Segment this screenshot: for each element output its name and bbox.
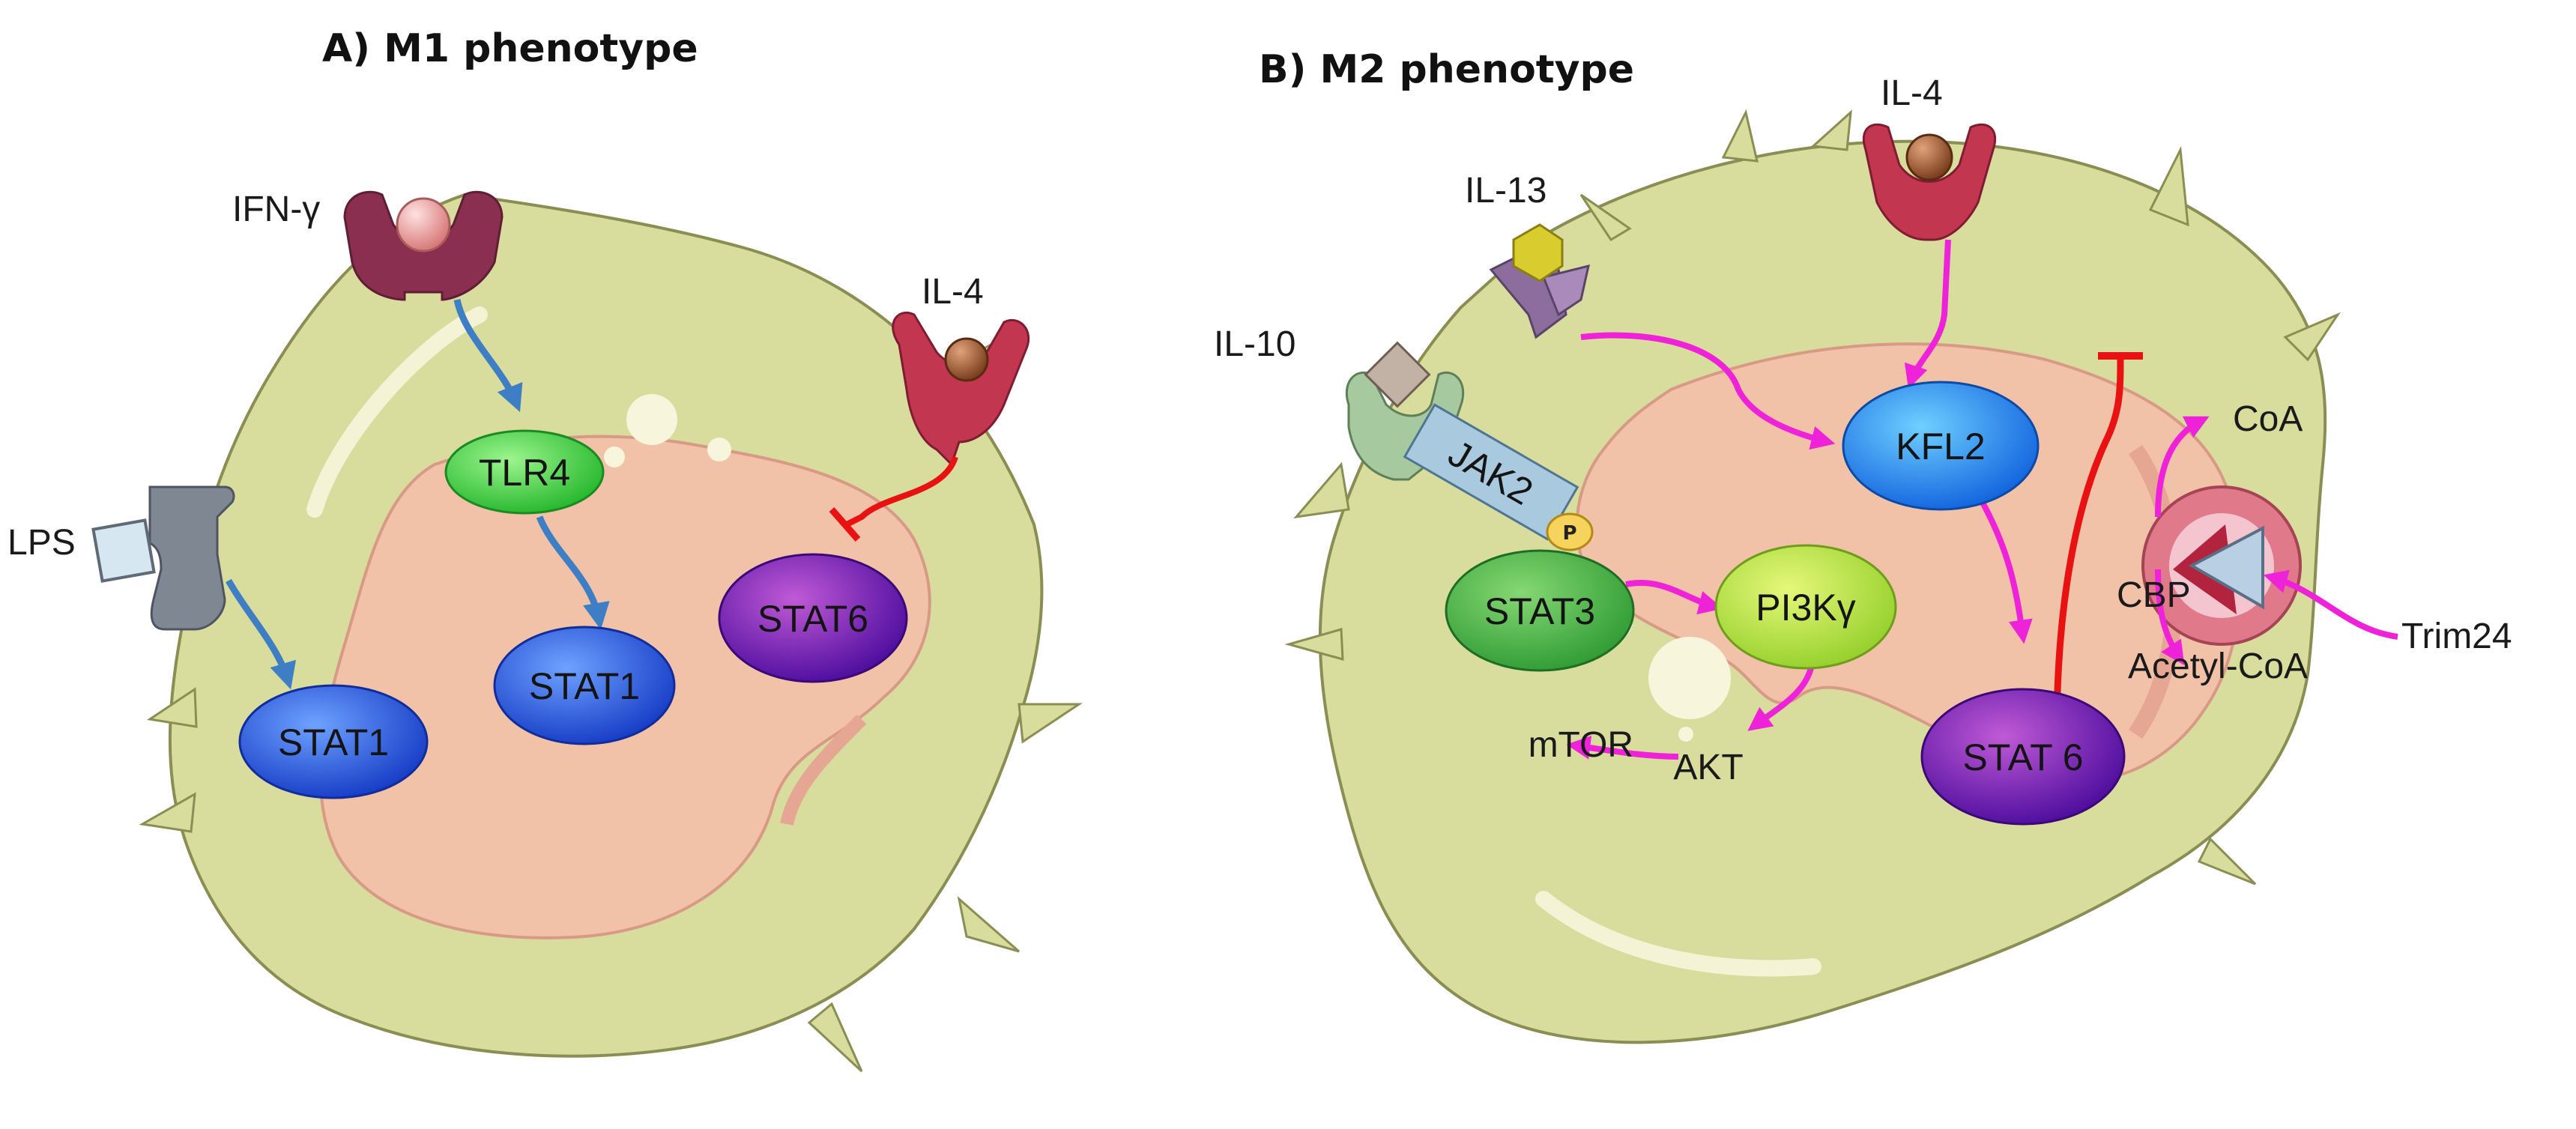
m1-vesicle [604,447,625,467]
m2-cell-protrusion [1721,109,1759,163]
ligand-label-ifn: IFN-γ [232,190,320,229]
phosphate-marker: P [1546,512,1594,551]
m1-cell-protrusion [957,895,1020,953]
label-akt: AKT [1673,748,1743,787]
jak2-box [1403,403,1579,541]
node-stat6-m1: STAT6 [718,553,908,683]
m2-cell-highlight [1535,891,1821,977]
node-label-stat6-m2: STAT 6 [1962,736,2083,778]
ligand-label-il10: IL-10 [1214,324,1295,364]
panel-m1: A) M1 phenotype IFN-γ LPS [7,26,1083,1073]
m1-cell-highlight [306,306,488,518]
label-cbp: CBP [2117,575,2191,615]
m2-cell-protrusion [1284,628,1344,662]
m1-cell-protrusion [1018,703,1083,744]
ligand-sphere-icon [396,197,451,252]
ligand-label-il4-m2: IL-4 [1881,73,1943,113]
node-label-tlr4: TLR4 [479,452,570,494]
ligand-label-lps: LPS [7,523,76,563]
receptor-icon [1541,264,1590,317]
m2-cell-protrusion [2148,145,2189,227]
m2-cell-protrusion [2283,312,2341,362]
ligand-sphere-icon [944,337,989,382]
il4-receptor-m2 [1862,123,1997,241]
node-label-stat3: STAT3 [1484,590,1595,632]
cbp-complex [2141,485,2302,646]
m1-vesicle [707,438,731,461]
ligand-label-il13: IL-13 [1465,171,1546,211]
m1-arrow-tlr4-to-stat1 [536,515,610,630]
node-stat1-a: STAT1 [238,684,429,799]
node-kfl2: KFL2 [1842,381,2040,511]
label-acetyl-coa: Acetyl-CoA [2128,647,2308,686]
ligand-label-trim24: Trim24 [2401,617,2512,656]
node-label-p: P [1562,522,1576,545]
m2-cell-protrusion [1293,461,1350,519]
m2-arrow-trim24-to-cbp [2263,569,2398,640]
m1-cell-protrusion [146,687,198,728]
receptor-icon [1862,123,1997,241]
il4-receptor-m1 [892,311,1030,467]
il13-receptor [1489,223,1590,339]
ligand-hexagon-icon [1512,223,1564,282]
node-stat1-b: STAT1 [493,626,676,745]
node-stat6-m2: STAT 6 [1920,688,2126,826]
m1-inhibit-il4-to-stat6 [845,455,958,527]
node-label-stat1-b: STAT1 [529,665,640,707]
ligand-square-icon [91,518,156,583]
m2-arrow-il4-to-kfl2 [1904,239,1951,390]
panel-m1-title: A) M1 phenotype [322,26,698,71]
panel-m2: B) M2 phenotype IL-4 [1214,47,2512,1044]
m1-cell-protrusion [139,792,196,833]
node-label-pi3k: PI3Kγ [1756,587,1855,629]
m2-arrow-kfl2-to-stat6 [1975,493,2033,644]
m2-vesicle [1678,727,1693,742]
m1-nucleus-fold [780,714,867,826]
node-label-stat6-m1: STAT6 [758,598,868,640]
m2-arrow-cbp-to-coa [2155,416,2210,518]
node-tlr4: TLR4 [444,429,605,515]
node-label-kfl2: KFL2 [1896,426,1986,467]
m1-arrow-ifn-to-tlr4 [453,299,523,413]
m1-inhibit-bar [829,507,861,542]
m2-cell-protrusion [1579,193,1632,242]
m2-vesicle [1648,637,1731,719]
m2-cell-protrusion [2197,837,2257,886]
m1-cell-protrusion [807,1002,863,1073]
ligand-sphere-icon [1905,133,1953,181]
node-pi3k: PI3Kγ [1714,544,1897,670]
label-coa: CoA [2233,399,2303,439]
receptor-icon [892,311,1030,467]
m2-cell-protrusion [1810,109,1852,151]
m2-arrow-akt-to-mtor [1566,735,1679,760]
m2-inhibit-stat6 [2053,355,2124,735]
ligand-label-il4-m1: IL-4 [922,272,984,312]
m2-arrow-stat3-to-pi3k [1625,580,1723,615]
trim24-triangle-icon [2188,525,2264,610]
ligand-square-icon [1364,341,1431,408]
node-label-stat1-a: STAT1 [278,721,389,763]
receptor-icon [148,485,235,631]
m1-arrow-lps-to-stat1 [226,578,296,690]
m2-arrow-to-acetyl-coa [2155,569,2185,665]
node-stat3: STAT3 [1445,549,1635,672]
label-mtor: mTOR [1529,725,1633,765]
ifn-receptor [343,190,504,301]
m2-arrow-il13-to-kfl2 [1580,332,1836,450]
m1-vesicle [626,394,677,445]
lps-receptor [91,485,235,631]
panel-m2-title: B) M2 phenotype [1259,47,1634,92]
